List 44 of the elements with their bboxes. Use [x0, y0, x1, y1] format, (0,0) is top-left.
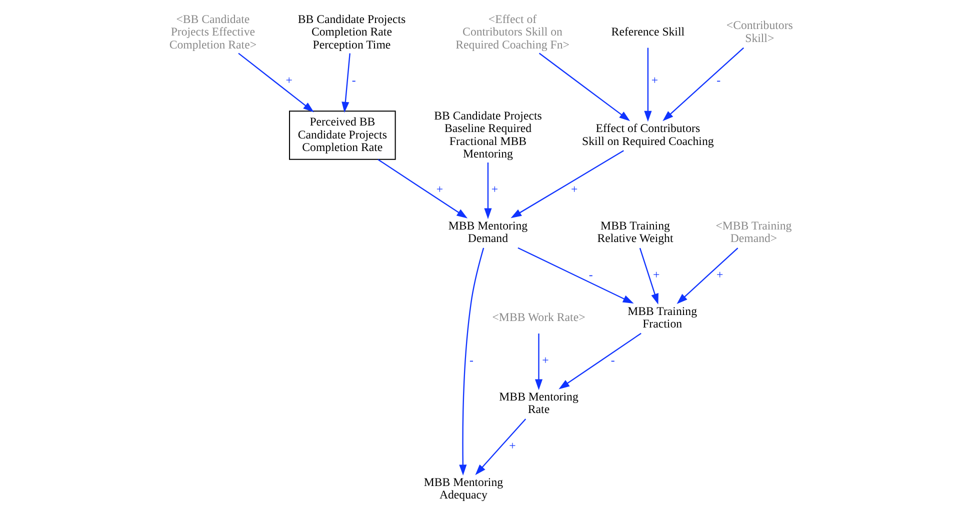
edge-label: - — [588, 267, 593, 282]
node-text: MBB Mentoring Demand — [448, 218, 528, 246]
edge-label: + — [286, 72, 292, 87]
arrow — [238, 52, 314, 112]
edge-label: + — [542, 352, 549, 367]
edge-label: - — [610, 352, 615, 367]
arrow — [676, 248, 738, 304]
node-text: Reference Skill — [611, 24, 685, 39]
arrow — [534, 334, 543, 390]
arrow — [475, 418, 526, 476]
node-box: Perceived BB Candidate Projects Completion Rate — [289, 110, 396, 160]
edge-label: + — [491, 182, 498, 196]
node-text: <BB Candidate Projects Effective Completion Rate> — [169, 12, 257, 52]
arrow — [518, 247, 634, 304]
node-text: Effect of Contributors Skill on Required Coaching — [582, 121, 714, 148]
edge-label: + — [651, 72, 658, 87]
node-text: MBB Training Fraction — [628, 304, 697, 331]
edge-label: + — [570, 182, 578, 196]
node-text: MBB Training Relative Weight — [597, 218, 674, 246]
edge-label: + — [436, 182, 444, 196]
edge-label: + — [716, 267, 724, 282]
arrow — [662, 47, 744, 122]
node-text: <MBB Work Rate> — [492, 310, 586, 324]
arrow — [558, 332, 642, 390]
arrow — [644, 48, 652, 122]
node-text: <MBB Training Demand> — [716, 218, 792, 246]
node-text: <Effect of Contributors Skill on Required Coaching Fn> — [456, 12, 570, 52]
edge-label: + — [653, 267, 660, 282]
arrow — [342, 53, 350, 113]
arrow — [459, 248, 484, 476]
arrow — [538, 52, 630, 122]
node-text: MBB Mentoring Adequacy — [424, 474, 504, 502]
edge-label: + — [509, 438, 516, 452]
node-text: <Contributors Skill> — [726, 18, 793, 45]
arrow — [639, 248, 658, 305]
edge-label: - — [716, 72, 721, 87]
arrow — [510, 150, 624, 218]
edge-label: - — [470, 352, 474, 367]
arrow — [484, 162, 492, 220]
node-text: MBB Mentoring Rate — [499, 389, 578, 416]
node-text: BB Candidate Projects Completion Rate Perception Time — [298, 12, 406, 52]
node-text: BB Candidate Projects Baseline Required Fractional MBB Mentoring — [434, 108, 542, 160]
arrow — [378, 159, 468, 218]
edge-label: - — [352, 72, 356, 87]
